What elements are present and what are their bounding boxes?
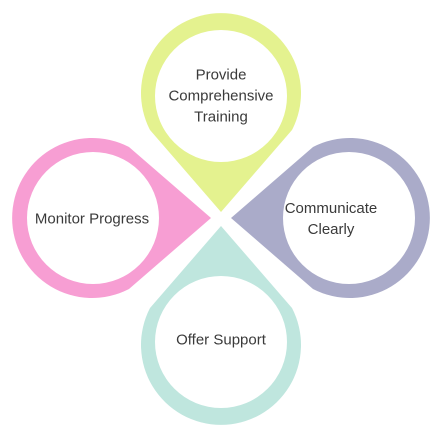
node-label-provide-training: Provide Comprehensive Training	[168, 66, 274, 126]
drop-inner-bottom	[155, 276, 287, 408]
node-label-monitor-progress: Monitor Progress	[34, 210, 150, 228]
node-label-offer-support: Offer Support	[176, 331, 266, 349]
drop-inner-top	[155, 30, 287, 162]
drop-inner-left	[27, 152, 159, 284]
drop-inner-right	[283, 152, 415, 284]
node-label-communicate-clearly: Communicate Clearly	[284, 200, 378, 238]
